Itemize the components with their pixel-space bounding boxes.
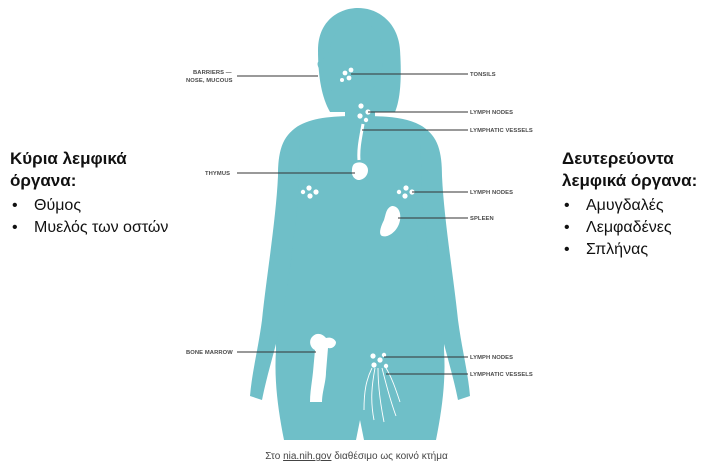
groin-lymph-node	[370, 353, 375, 358]
tonsil-node	[343, 71, 348, 76]
body-silhouette	[250, 8, 470, 440]
label-lymph-nodes-armpit: LYMPH NODES	[470, 190, 513, 196]
label-tonsils: TONSILS	[470, 72, 496, 78]
label-bone-marrow: BONE MARROW	[186, 350, 233, 356]
armpit-lymph-node-left	[306, 185, 311, 190]
armpit-lymph-node-left	[307, 193, 312, 198]
groin-lymph-node	[371, 362, 376, 367]
armpit-lymph-node-right	[397, 190, 401, 194]
neck-lymph-node	[358, 103, 363, 108]
tonsil-node	[349, 68, 354, 73]
label-lymph-nodes-groin: LYMPH NODES	[470, 355, 513, 361]
label-barriers-line2: NOSE, MUCOUS	[186, 78, 233, 84]
armpit-lymph-node-right	[402, 193, 407, 198]
armpit-lymph-node-left	[301, 190, 305, 194]
label-lymphatic-vessels-lower: LYMPHATIC VESSELS	[470, 372, 533, 378]
neck-lymph-node	[364, 118, 368, 122]
armpit-lymph-node-right	[403, 185, 408, 190]
groin-lymph-node	[384, 364, 388, 368]
caption-suffix: διαθέσιμο ως κοινό κτήμα	[334, 451, 448, 462]
armpit-lymph-node-left	[313, 189, 318, 194]
neck-lymph-node	[357, 113, 362, 118]
label-lymphatic-vessels-upper: LYMPHATIC VESSELS	[470, 128, 533, 134]
label-barriers-line1: BARRIERS —	[193, 70, 232, 76]
tonsil-node	[347, 76, 352, 81]
groin-lymph-node	[377, 357, 382, 362]
tonsil-node	[340, 78, 344, 82]
label-spleen: SPLEEN	[470, 216, 494, 222]
legs-shape	[275, 350, 444, 440]
caption-prefix: Στο	[265, 451, 280, 462]
label-thymus: THYMUS	[205, 171, 230, 177]
label-lymph-nodes-neck: LYMPH NODES	[470, 110, 513, 116]
source-link[interactable]: nia.nih.gov	[283, 451, 331, 462]
source-caption: Στο nia.nih.gov διαθέσιμο ως κοινό κτήμα	[0, 451, 713, 462]
